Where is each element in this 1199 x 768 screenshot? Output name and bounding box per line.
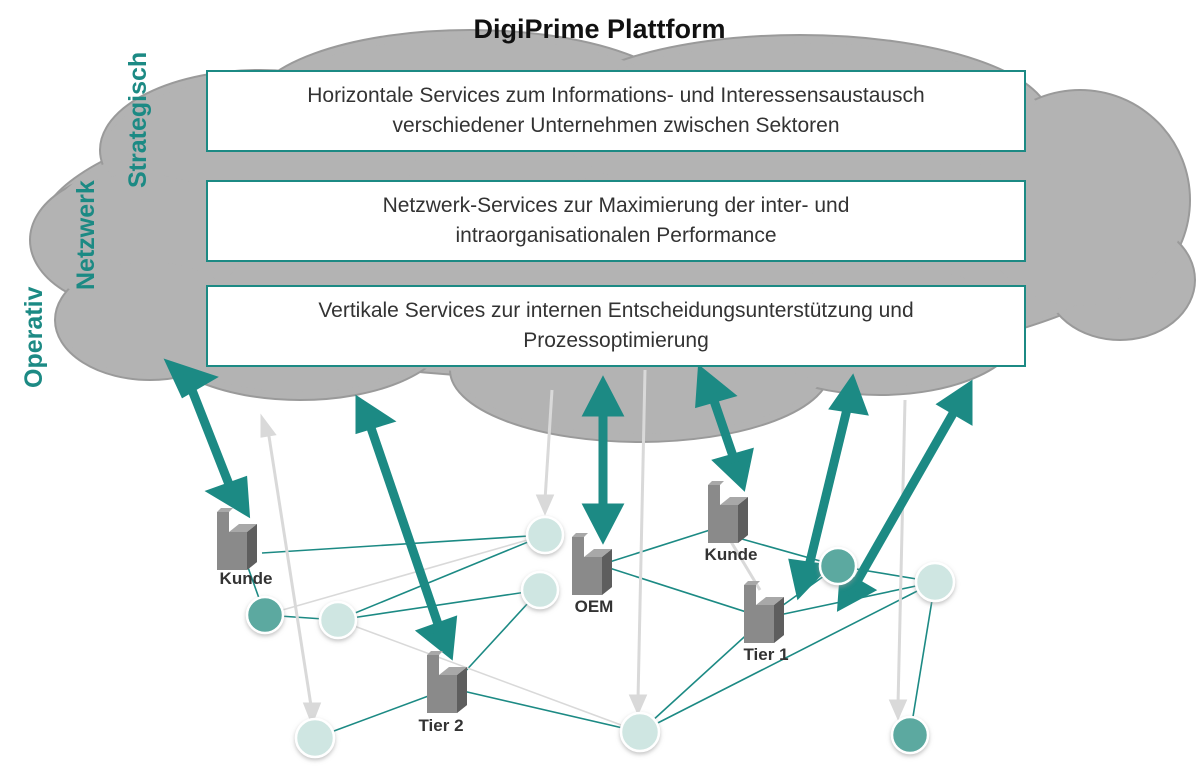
node-light	[914, 561, 956, 603]
arrow-tier1-platform	[788, 373, 869, 601]
node-light	[520, 570, 560, 610]
service-text-line: Vertikale Services zur internen Entschei…	[318, 299, 914, 322]
node-dark	[245, 595, 285, 635]
factory-label-tier2: Tier 2	[418, 716, 463, 735]
service-text-line: Netzwerk-Services zur Maximierung der in…	[382, 194, 850, 217]
network-nodes	[245, 515, 956, 759]
level-label-strategic: Strategisch	[124, 51, 152, 188]
factory-icon-kunde1	[217, 508, 257, 570]
service-text-line: Prozessoptimierung	[523, 329, 709, 352]
arrow-oem-platform	[581, 375, 625, 545]
arrow-tier2-platform	[355, 394, 458, 661]
factory-icon-kunde2	[708, 481, 748, 543]
node-light	[318, 600, 358, 640]
factory-icons	[217, 481, 784, 713]
service-text-line: verschiedener Unternehmen zwischen Sekto…	[392, 114, 840, 137]
factory-icon-tier2	[427, 651, 467, 713]
teal-arrows	[163, 358, 973, 661]
factory-label-kunde2: Kunde	[705, 545, 758, 564]
arrow-kunde2-platform	[695, 364, 754, 492]
factory-icon-tier1	[744, 581, 784, 643]
factory-label-tier1: Tier 1	[743, 645, 788, 664]
service-box-vertical: Vertikale Services zur internen Entschei…	[206, 285, 1026, 367]
arrow-kunde1-platform	[163, 358, 251, 519]
node-light	[525, 515, 565, 555]
arrow-node-platform	[836, 379, 973, 612]
level-label-operative: Operativ	[20, 286, 48, 388]
node-dark	[890, 715, 930, 755]
service-text-line: Horizontale Services zum Informations- u…	[307, 84, 925, 107]
node-light	[619, 711, 661, 753]
node-dark	[818, 546, 858, 586]
factory-label-oem: OEM	[575, 597, 614, 616]
service-text-line: intraorganisationalen Performance	[455, 224, 777, 247]
level-label-network: Netzwerk	[72, 180, 100, 290]
service-box-network: Netzwerk-Services zur Maximierung der in…	[206, 180, 1026, 262]
gray-arrows	[260, 369, 908, 727]
node-light	[294, 717, 336, 759]
service-box-horizontal: Horizontale Services zum Informations- u…	[206, 70, 1026, 152]
factory-label-kunde1: Kunde	[220, 569, 273, 588]
factory-icon-oem	[572, 533, 612, 595]
diagram-title: DigiPrime Plattform	[473, 14, 726, 44]
